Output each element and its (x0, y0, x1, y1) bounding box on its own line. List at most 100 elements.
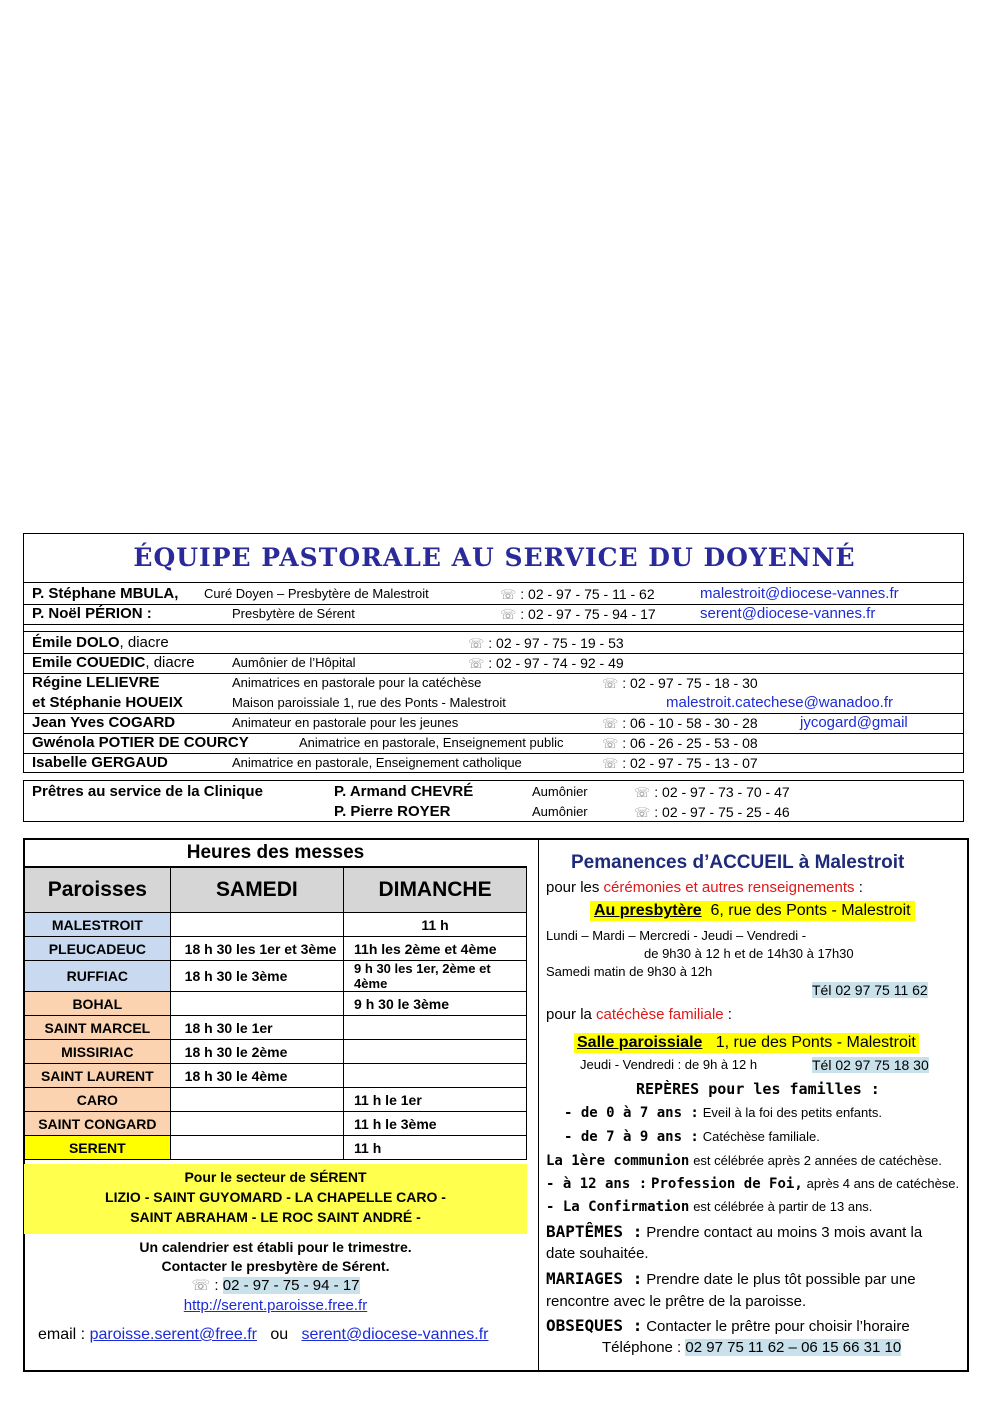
reperes-title: REPÈRES pour les familles : (636, 1080, 880, 1098)
accueil-title: Pemanences d’ACCUEIL à Malestroit (571, 852, 905, 873)
repere-item: La 1ère communion est célébrée après 2 a… (546, 1153, 942, 1169)
team-row: Emile COUEDIC, diacre Aumônier de l’Hôpi… (24, 653, 963, 673)
sunday-time: 9 h 30 les 1er, 2ème et 4ème (343, 960, 527, 992)
sunday-time: 9 h 30 le 3ème (343, 991, 527, 1016)
serent-sector-box: Pour le secteur de SÉRENT LIZIO - SAINT … (24, 1164, 527, 1234)
phone-icon: ☏ (191, 1277, 211, 1294)
sunday-time: 11h les 2ème et 4ème (343, 936, 527, 961)
member-tel: : 02 - 97 - 75 - 18 - 30 (602, 673, 757, 694)
member-tel: : 02 - 97 - 75 - 11 - 62 (500, 584, 654, 605)
col-header-paroisses: Paroisses (24, 867, 171, 913)
clinic-label: Prêtres au service de la Clinique (32, 783, 263, 800)
parish-name: RUFFIAC (24, 960, 171, 992)
member-name: Jean Yves COGARD (32, 714, 176, 731)
member-role: Animatrice en pastorale, Enseignement ca… (232, 755, 522, 770)
team-row: P. Stéphane MBULA, Curé Doyen – Presbytè… (24, 584, 963, 604)
member-name: P. Noël PÉRION : (32, 605, 152, 622)
member-tel: : 06 - 10 - 58 - 30 - 28 (602, 713, 757, 734)
member-name: Gwénola POTIER DE COURCY (32, 734, 249, 751)
member-suffix: , diacre (119, 634, 169, 651)
member-role: Aumônier de l’Hôpital (232, 655, 356, 670)
phone-numbers: 02 97 75 11 62 – 06 15 66 31 10 (685, 1339, 902, 1356)
col-header-dimanche: DIMANCHE (343, 867, 527, 913)
mariages-info-cont: rencontre avec le prêtre de la paroisse. (546, 1293, 807, 1310)
for-catechese: pour la catéchèse familiale : (546, 1006, 732, 1023)
parish-name: PLEUCADEUC (24, 936, 171, 961)
email-link-1[interactable]: paroisse.serent@free.fr (89, 1326, 257, 1343)
col-header-samedi: SAMEDI (169, 867, 345, 913)
baptemes-info-cont: date souhaitée. (546, 1245, 649, 1262)
repere-item: - à 12 ans : Profession de Foi, après 4 … (546, 1176, 960, 1192)
email-row: email : paroisse.serent@free.fr ou seren… (38, 1326, 488, 1344)
member-suffix: , diacre (145, 654, 195, 671)
parish-name: SAINT MARCEL (24, 1015, 171, 1040)
table-row: SERENT 11 h (24, 1135, 527, 1160)
clinic-box: Prêtres au service de la Clinique P. Arm… (23, 780, 964, 822)
team-row: P. Noël PÉRION : Presbytère de Sérent : … (24, 604, 963, 624)
priest-role: Aumônier (532, 804, 588, 819)
mariages-info: MARIAGES : Prendre date le plus tôt poss… (546, 1269, 916, 1288)
team-row: Jean Yves COGARD Animateur en pastorale … (24, 713, 963, 733)
priest-tel: : 02 - 97 - 73 - 70 - 47 (634, 782, 789, 803)
member-tel: : 02 - 97 - 75 - 94 - 17 (500, 604, 655, 625)
email-label: email : (38, 1326, 86, 1343)
parish-name: CARO (24, 1087, 171, 1112)
team-row: Gwénola POTIER DE COURCY Animatrice en p… (24, 733, 963, 753)
parish-name: MALESTROIT (24, 912, 171, 937)
saturday-time: 18 h 30 le 2ème (169, 1039, 345, 1064)
for-ceremonies: pour les cérémonies et autres renseignem… (546, 879, 863, 896)
opening-hours: de 9h30 à 12 h et de 14h30 à 17h30 (644, 946, 854, 961)
team-row: Émile DOLO, diacre : 02 - 97 - 75 - 19 -… (24, 633, 963, 653)
calendar-line: Contacter le presbytère de Sérent. (161, 1258, 390, 1274)
member-role: Animatrices en pastorale pour la catéchè… (232, 675, 482, 690)
serent-website-link[interactable]: http://serent.paroisse.free.fr (183, 1297, 368, 1314)
parish-name: BOHAL (24, 991, 171, 1016)
repere-item: - de 7 à 9 ans : Catéchèse familiale. (564, 1129, 820, 1145)
bottom-box (23, 838, 969, 1372)
phone-line: Téléphone : 02 97 75 11 62 – 06 15 66 31… (602, 1339, 902, 1356)
member-role: Animatrice en pastorale, Enseignement pu… (299, 735, 564, 750)
priest-role: Aumônier (532, 784, 588, 799)
salle-address: Salle paroissiale 1, rue des Ponts - Mal… (574, 1033, 919, 1053)
saturday-time: 18 h 30 les 1er et 3ème (169, 936, 345, 961)
calendar-line: Un calendrier est établi pour le trimest… (139, 1239, 412, 1255)
member-email[interactable]: jycogard@gmail (800, 714, 908, 731)
parish-name: SAINT LAURENT (24, 1063, 171, 1088)
member-tel: : 02 - 97 - 74 - 92 - 49 (468, 653, 623, 674)
parish-name: MISSIRIAC (24, 1039, 171, 1064)
member-role: Curé Doyen – Presbytère de Malestroit (204, 586, 429, 601)
team-row: et Stéphanie HOUEIX Maison paroissiale 1… (24, 693, 963, 713)
saturday-time: 18 h 30 le 1er (169, 1015, 345, 1040)
sunday-time: 11 h le 3ème (343, 1111, 527, 1136)
table-row: BOHAL 9 h 30 le 3ème (24, 991, 527, 1016)
email-link-2[interactable]: serent@diocese-vannes.fr (301, 1326, 489, 1343)
member-name: Émile DOLO (32, 634, 120, 651)
sunday-time: 11 h le 1er (343, 1087, 527, 1112)
serent-phone: 02 - 97 - 75 - 94 - 17 (222, 1277, 360, 1294)
repere-item: - La Confirmation est célébrée à partir … (546, 1199, 873, 1215)
member-name: P. Stéphane MBULA, (32, 585, 179, 602)
member-name: Isabelle GERGAUD (32, 754, 168, 771)
team-title: ÉQUIPE PASTORALE AU SERVICE DU DOYENNÉ (133, 543, 856, 572)
team-row: Régine LELIEVRE Animatrices en pastorale… (24, 673, 963, 693)
member-email[interactable]: serent@diocese-vannes.fr (700, 605, 876, 622)
member-email[interactable]: malestroit.catechese@wanadoo.fr (666, 694, 894, 711)
priest-name: P. Armand CHEVRÉ (334, 783, 474, 800)
member-name: Emile COUEDIC (32, 654, 146, 671)
opening-days: Lundi – Mardi – Mercredi - Jeudi – Vendr… (546, 928, 807, 943)
member-email[interactable]: malestroit@diocese-vannes.fr (700, 585, 899, 602)
parish-name: SERENT (24, 1135, 171, 1160)
repere-item: - de 0 à 7 ans : Eveil à la foi des peti… (564, 1105, 882, 1121)
team-row: Isabelle GERGAUD Animatrice en pastorale… (24, 753, 963, 773)
serent-line: LIZIO - SAINT GUYOMARD - LA CHAPELLE CAR… (105, 1189, 446, 1205)
team-box: ÉQUIPE PASTORALE AU SERVICE DU DOYENNÉ P… (23, 533, 964, 773)
sunday-time: 11 h (343, 1135, 527, 1160)
priest-tel: : 02 - 97 - 75 - 25 - 46 (634, 802, 789, 823)
catechese-phone: Tél 02 97 75 18 30 (812, 1057, 929, 1073)
member-name: et Stéphanie HOUEIX (32, 694, 183, 711)
presbytere-phone: Tél 02 97 75 11 62 (812, 982, 928, 998)
